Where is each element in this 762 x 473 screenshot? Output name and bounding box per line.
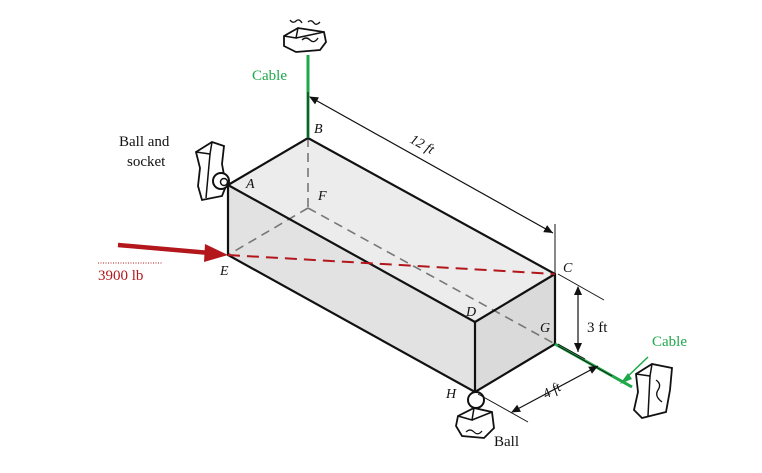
point-label-b: B <box>314 122 323 137</box>
point-label-f: F <box>317 189 327 204</box>
ball-and-socket-label-line2: socket <box>127 154 166 170</box>
force-label: 3900 lb <box>98 268 143 284</box>
point-label-c: C <box>563 261 573 276</box>
box-front-face <box>228 185 475 392</box>
ball-socket-icon <box>194 141 230 202</box>
cable-right-leader-head <box>620 373 632 384</box>
ball-and-socket-label-line1: Ball and <box>119 134 170 150</box>
dimension-length <box>307 92 556 274</box>
cable-right-label: Cable <box>652 334 687 350</box>
dimension-width-label: 4 ft <box>541 380 565 403</box>
point-label-g: G <box>540 321 550 336</box>
dimension-height <box>557 273 605 360</box>
point-label-a: A <box>245 177 255 192</box>
wall-support-icon <box>283 19 327 53</box>
force-line-of-action <box>227 254 556 275</box>
point-label-e: E <box>219 264 229 279</box>
point-label-d: D <box>465 305 476 320</box>
ball-label: Ball <box>494 434 519 450</box>
dimension-height-label: 3 ft <box>587 320 608 336</box>
edge-ad <box>227 184 476 323</box>
wall-support-icon <box>633 363 673 419</box>
box-right-face <box>475 274 555 392</box>
edge-dc <box>474 273 556 323</box>
force-arrow <box>117 242 228 262</box>
cable-top-label: Cable <box>252 68 287 84</box>
point-label-h: H <box>445 387 457 402</box>
hidden-edge-fe <box>227 207 309 256</box>
ball-support-icon <box>455 391 495 439</box>
dimension-width <box>477 345 613 423</box>
